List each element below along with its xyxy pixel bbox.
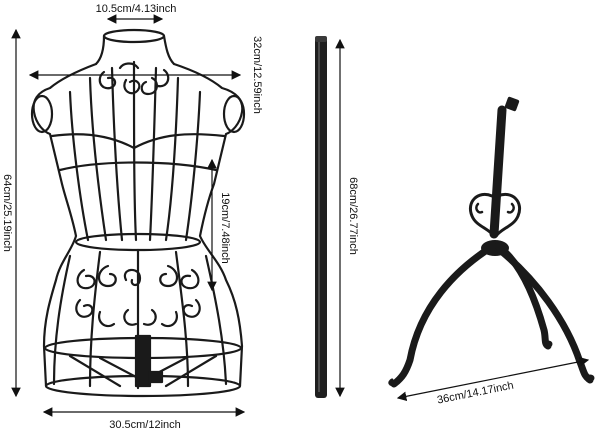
pole-height-label: 68cm/26.77inch	[347, 177, 359, 255]
tripod-span-arrow	[396, 356, 590, 402]
base-width-label: 30.5cm/12inch	[109, 419, 181, 431]
shoulder-width-label: 32cm/12.59inch	[251, 36, 263, 114]
dimension-arrows	[11, 14, 590, 417]
tripod-stand	[388, 96, 595, 388]
tripod-span-label: 36cm/14.17inch	[436, 380, 515, 407]
neck-width-label: 10.5cm/4.13inch	[96, 3, 177, 15]
support-pole	[315, 36, 327, 398]
waist-hip-label: 19cm/7.48inch	[219, 192, 231, 264]
wire-dress-form	[30, 28, 246, 398]
body-height-label: 64cm/25.19inch	[1, 174, 13, 252]
